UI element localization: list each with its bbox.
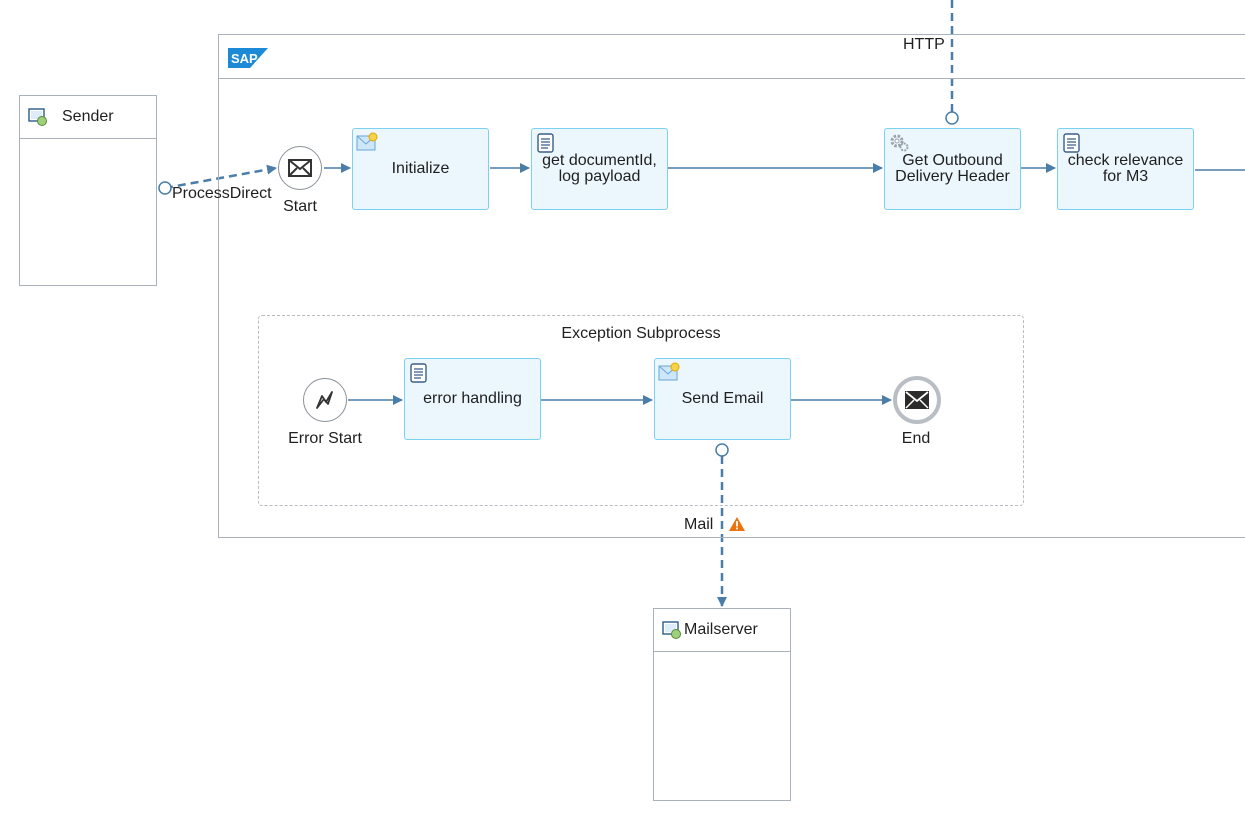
task-get-outbound-delivery-header-label: Get Outbound Delivery Header: [895, 152, 1010, 185]
script-icon: [408, 362, 430, 388]
task-initialize-label: Initialize: [391, 160, 450, 177]
start-label: Start: [283, 198, 317, 215]
task-error-handling-label: error handling: [423, 390, 522, 407]
end-label: End: [901, 430, 931, 447]
lightning-icon: [314, 389, 336, 411]
sender-participant[interactable]: Sender: [19, 95, 157, 286]
task-check-relevance-label: check relevance for M3: [1067, 152, 1184, 185]
mail-connection[interactable]: [715, 443, 729, 607]
envelope-icon: [288, 159, 312, 177]
task-send-email[interactable]: Send Email: [654, 358, 791, 440]
task-get-document-id[interactable]: get documentId, log payload: [531, 128, 668, 210]
sender-header: Sender: [20, 96, 156, 139]
gear-icon: [888, 132, 910, 158]
start-event[interactable]: [278, 146, 322, 190]
script-icon: [535, 132, 557, 158]
participant-icon: [662, 621, 682, 639]
http-connection[interactable]: [945, 0, 959, 125]
error-start-event[interactable]: [303, 378, 347, 422]
envelope-filled-icon: [905, 391, 929, 409]
process-direct-connection[interactable]: [158, 164, 277, 195]
task-initialize[interactable]: Initialize: [352, 128, 489, 210]
content-modifier-icon: [658, 362, 680, 386]
http-label: HTTP: [901, 36, 947, 54]
sap-logo: SAP: [228, 48, 268, 73]
mailserver-header: Mailserver: [654, 609, 790, 652]
process-direct-label: ProcessDirect: [172, 185, 272, 202]
end-event[interactable]: [893, 376, 941, 424]
task-get-document-id-label: get documentId, log payload: [542, 152, 657, 185]
sender-label: Sender: [62, 108, 114, 125]
pool-header: SAP: [219, 35, 1245, 79]
exception-subprocess-title: Exception Subprocess: [561, 325, 721, 342]
task-error-handling[interactable]: error handling: [404, 358, 541, 440]
mailserver-participant[interactable]: Mailserver: [653, 608, 791, 801]
svg-text:SAP: SAP: [231, 51, 258, 66]
task-check-relevance[interactable]: check relevance for M3: [1057, 128, 1194, 210]
error-start-label: Error Start: [288, 430, 362, 447]
integration-process-pool[interactable]: SAP: [218, 34, 1245, 538]
task-get-outbound-delivery-header[interactable]: Get Outbound Delivery Header: [884, 128, 1021, 210]
task-send-email-label: Send Email: [681, 390, 764, 407]
warning-icon[interactable]: [728, 516, 746, 532]
content-modifier-icon: [356, 132, 378, 156]
mailserver-label: Mailserver: [684, 621, 758, 638]
participant-icon: [28, 108, 48, 126]
mail-label: Mail: [684, 516, 714, 533]
script-icon: [1061, 132, 1083, 158]
sequence-flows-main: [324, 163, 1245, 173]
exception-subprocess[interactable]: [258, 315, 1024, 506]
